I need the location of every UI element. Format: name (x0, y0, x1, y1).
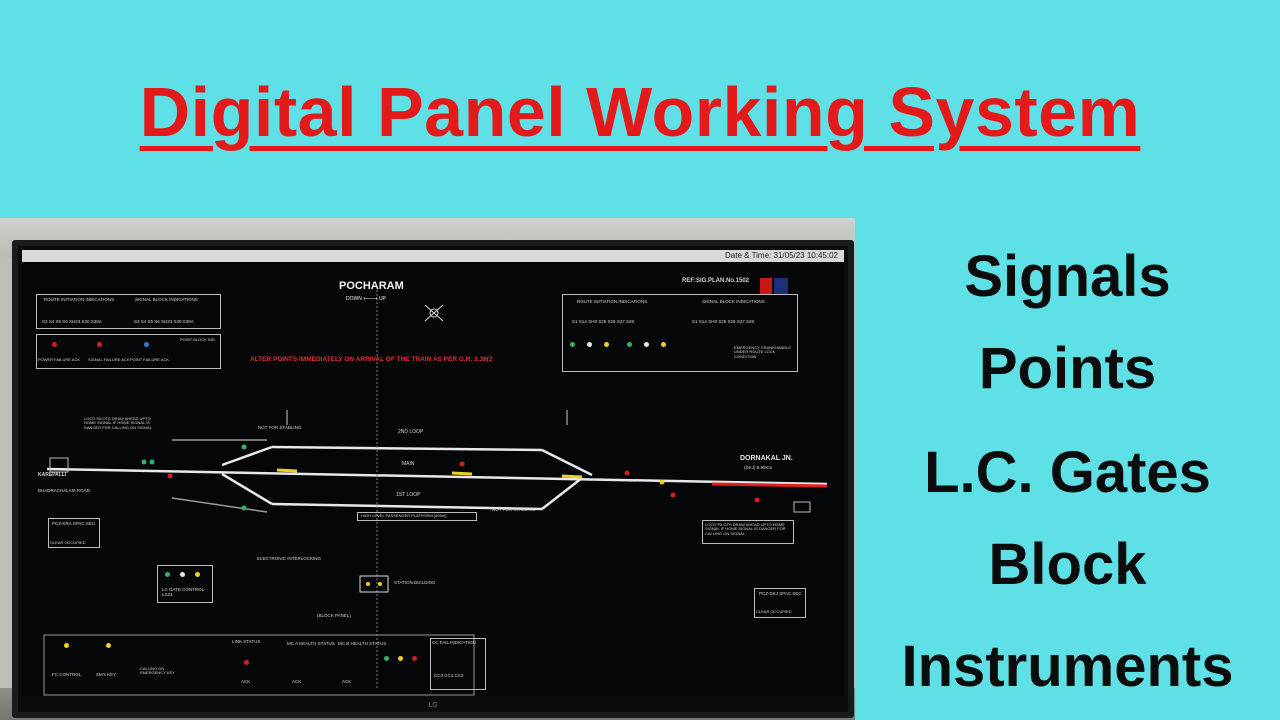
route-init-title-right: ROUTE INITIATION INDICATIONS (577, 299, 648, 304)
vdu-lamp-2 (398, 656, 403, 661)
loco-note-box-right (702, 520, 794, 544)
in-lamp-2 (627, 342, 632, 347)
health-b-ack-label[interactable]: ACK (342, 679, 352, 684)
topics-panel: Signals Points L.C. Gates Block Instrume… (855, 218, 1280, 720)
alert-banner: ALTER POINTS IMMEDIATELY ON ARRIVAL OF T… (250, 356, 493, 363)
topic-points: Points (978, 336, 1157, 401)
signal-block-signals-left: S3 S4 S5 S6 SH23 S30 S30A (134, 319, 194, 324)
main-line-label: MAIN (402, 461, 415, 467)
signal-block-signals-right: S1 S1A SH8 S25 S26 S27 S28 (692, 319, 755, 324)
electronic-interlocking-label: ELECTRONIC INTERLOCKING (257, 556, 322, 561)
cc-labels: CC3 CC1 CC2 (434, 673, 464, 678)
screen-titlebar: Date & Time: 31/05/23 10:45:02 (22, 250, 844, 262)
ref-label: REF:SIG.PLAN.No.1502 (682, 278, 750, 284)
topic-block: Block (988, 532, 1147, 597)
vdu-lamp-1 (384, 656, 389, 661)
platform-label: HIGH LEVEL PASSENGER PLATFORM (605m) (361, 513, 447, 518)
cc-fail-box (430, 638, 486, 690)
first-loop-label: 1ST LOOP (396, 492, 421, 498)
calling-on-label[interactable]: CALLING ON EMERGENCY KEY (140, 666, 175, 676)
right-km-label: (DKJ) 8.95Km (744, 465, 773, 470)
panel-photo: Date & Time: 31/05/23 10:45:02 (0, 218, 855, 720)
right-station-label: DORNAKAL JN. (740, 455, 793, 462)
route-init-title-left: ROUTE INITIATION INDICATIONS (44, 297, 115, 302)
datetime-readout: Date & Time: 31/05/23 10:45:02 (725, 251, 838, 260)
cc-fail-label: CC FAIL INDICATION (432, 640, 476, 645)
health-ack-label[interactable]: ACK (292, 679, 302, 684)
lc-in-lamp (165, 572, 170, 577)
topic-lc-gates: L.C. Gates (924, 440, 1211, 505)
left-road-label: BHADRACHALAM ROAD (38, 488, 90, 493)
track-diagram (43, 278, 828, 696)
not-stabling-label-1: NOT FOR STABLING (258, 425, 302, 430)
second-loop-label: 2ND LOOP (398, 429, 424, 435)
loco-note-left: LOCO PILOTS DRAW AHEAD UPTO HOME SIGNAL … (84, 416, 152, 430)
route-init-signals-right: S1 S1A SH8 S25 S26 S27 S28 (572, 319, 635, 324)
fc-control-label[interactable]: FC CONTROL (52, 672, 82, 677)
out-lamp-1 (604, 342, 609, 347)
block-panel-label: (BLOCK PANEL) (317, 613, 351, 618)
signal-block-title-left: SIGNAL BLOCK INDICATIONS (135, 297, 198, 302)
signal-fail-label[interactable]: SIGNAL FAILURE ACK (88, 357, 130, 362)
pcz-right-box (754, 588, 806, 618)
pcz-left-label: PCZ-KRA SPAC SEC (52, 521, 96, 526)
left-station-label: KAREPALLI (38, 472, 67, 478)
health-status-a-label: MC A HEALTH STATUS (287, 641, 335, 646)
monitor: Date & Time: 31/05/23 10:45:02 (12, 240, 854, 718)
direction-label: DOWN ⟵⟶ UP (346, 296, 386, 302)
point-fail-lamp (144, 342, 149, 347)
signal-fail-lamp (97, 342, 102, 347)
vdu-lamp-3 (412, 656, 417, 661)
lc-out-lamp (195, 572, 200, 577)
signal-block-title-right: SIGNAL BLOCK INDICATIONS (702, 299, 765, 304)
point-block-label: POINT BLOCK IND (180, 337, 215, 342)
loco-note-right: LOCO PILOTS DRAW AHEAD UPTO HOME SIGNAL … (705, 522, 786, 536)
clear-occupied-right: CLEAR OCCUPIED (756, 609, 792, 614)
station-building-label: STATION BUILDING (394, 580, 436, 585)
emergency-label: EMERGENCY CRANKHANDLE UNDER ROUTE LOCK C… (734, 345, 792, 359)
clear-occupied-left: CLEAR OCCUPIED (50, 540, 86, 545)
platform-box (357, 512, 477, 521)
lc-free-lamp (180, 572, 185, 577)
free-lamp-2 (644, 342, 649, 347)
lc-gate-label[interactable]: LC GATE CONTROL-LX23 (162, 587, 206, 597)
route-indication-panel-left (36, 294, 221, 329)
sm-key-lamp (106, 643, 111, 648)
point-fail-label[interactable]: POINT FAILURE ACK (130, 357, 170, 362)
link-ack-label[interactable]: ACK (241, 679, 251, 684)
link-status-label: LINK STATUS (232, 639, 261, 644)
in-lamp-1 (570, 342, 575, 347)
health-status-b-label: MC B HEALTH STATUS (338, 641, 387, 646)
headline-title: Digital Panel Working System (139, 73, 1141, 151)
pcz-right-label: PCZ-DKJ SPAC SEC (759, 591, 802, 596)
failure-ack-panel (36, 334, 221, 369)
station-name: POCHARAM (339, 280, 404, 292)
route-indication-panel-right (562, 294, 798, 372)
monitor-screen: Date & Time: 31/05/23 10:45:02 (22, 250, 844, 696)
monitor-brand: LG (428, 702, 438, 709)
topic-instruments: Instruments (901, 634, 1234, 699)
lc-gate-box (157, 565, 213, 603)
not-stabling-label-2: NOT FOR STABLING (492, 507, 536, 512)
free-lamp-1 (587, 342, 592, 347)
topic-signals: Signals (964, 244, 1171, 309)
power-fail-lamp (52, 342, 57, 347)
pcz-left-box (48, 518, 100, 548)
link-ack-lamp (244, 660, 249, 665)
out-lamp-2 (661, 342, 666, 347)
power-fail-label[interactable]: POWER FAILURE ACK (38, 357, 81, 362)
sm-key-label[interactable]: SM's KEY (96, 672, 117, 677)
route-init-signals-left: S3 S4 S5 S6 SH23 S30 S30A (42, 319, 102, 324)
fc-control-lamp (64, 643, 69, 648)
